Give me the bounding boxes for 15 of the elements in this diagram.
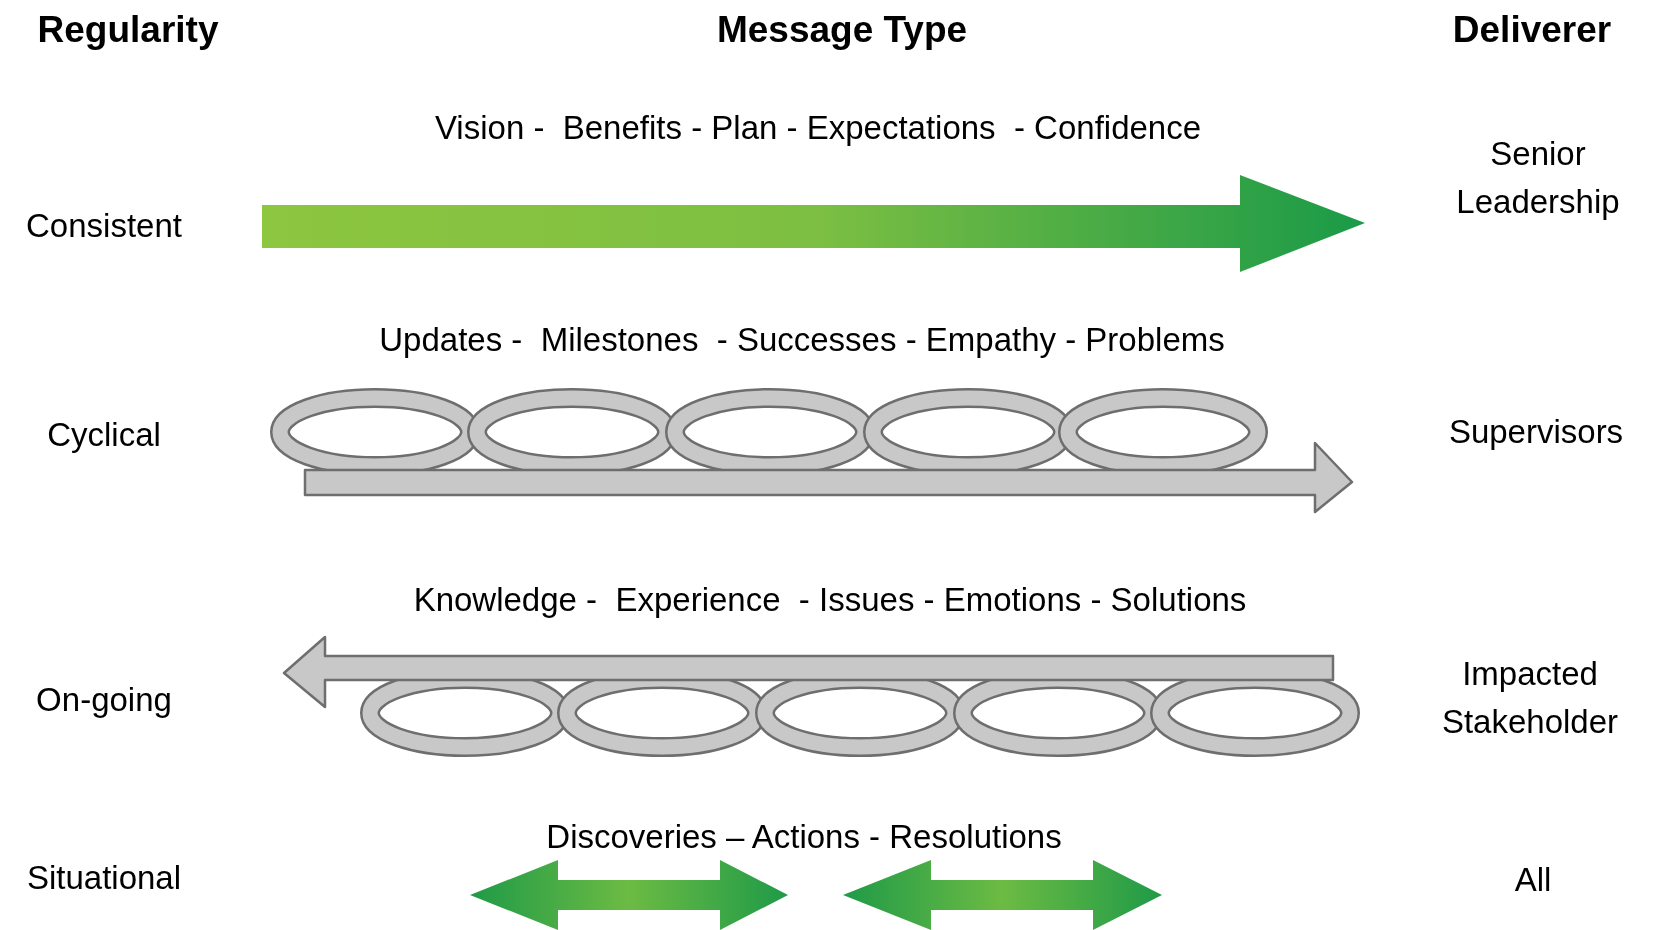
column-heading: Message Type <box>716 8 968 53</box>
message-list: Knowledge - Experience - Issues - Emotions - Solutions <box>413 576 1247 624</box>
deliverer-label: Senior Leadership <box>1455 134 1621 222</box>
regularity-label: Cyclical <box>47 415 161 456</box>
deliverer-label: All <box>1514 860 1552 901</box>
message-list: Vision - Benefits - Plan - Expectations - Confidence <box>434 104 1202 152</box>
regularity-label: Situational <box>26 858 182 899</box>
deliverer-label: Supervisors <box>1448 412 1624 453</box>
column-heading: Regularity <box>37 8 219 53</box>
deliverer-label: Impacted Stakeholder <box>1440 654 1620 742</box>
regularity-label: On-going <box>36 680 172 721</box>
regularity-label: Consistent <box>26 206 182 247</box>
message-list: Updates - Milestones - Successes - Empathy - Problems <box>379 316 1225 364</box>
column-heading: Deliverer <box>1452 8 1612 53</box>
message-list: Discoveries – Actions - Resolutions <box>546 813 1062 861</box>
